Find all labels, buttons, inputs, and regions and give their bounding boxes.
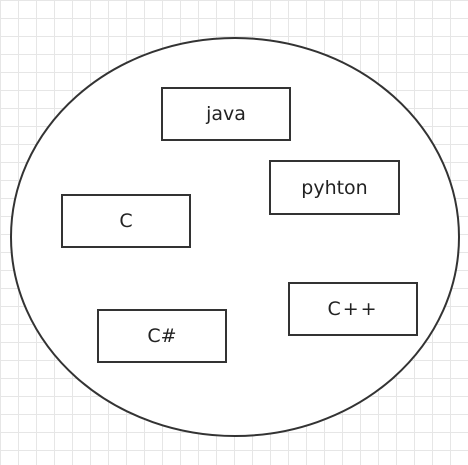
- node-csharp[interactable]: C#: [97, 309, 227, 363]
- node-csharp-label: C#: [147, 325, 177, 347]
- node-java-label: java: [206, 103, 246, 125]
- node-c[interactable]: C: [61, 194, 191, 248]
- node-pyhton[interactable]: pyhton: [269, 160, 400, 215]
- node-cpp-label: C++: [327, 298, 379, 320]
- node-pyhton-label: pyhton: [301, 176, 368, 199]
- node-c-label: C: [119, 210, 133, 232]
- node-java[interactable]: java: [161, 87, 291, 141]
- node-cpp[interactable]: C++: [288, 282, 418, 336]
